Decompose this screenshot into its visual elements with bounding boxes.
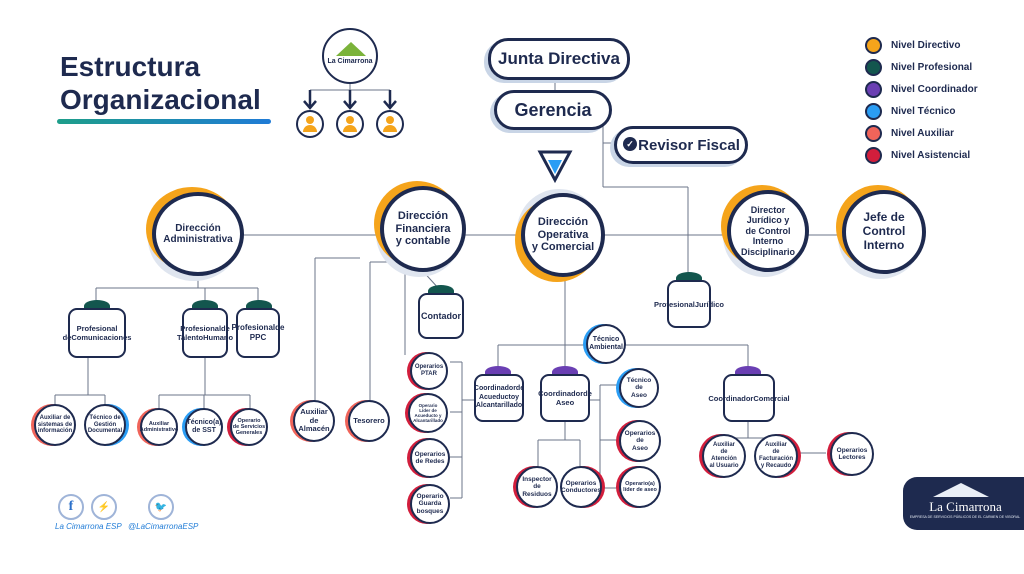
person-icon [376, 110, 404, 138]
legend-swatch [865, 36, 882, 54]
title-line-1: Estructura [60, 51, 201, 82]
legend-swatch [865, 80, 882, 98]
check-icon: ✓ [623, 137, 637, 151]
legend-item: Nivel Directivo [865, 34, 978, 56]
tesorero[interactable]: Tesorero [348, 400, 390, 442]
legend-swatch [865, 58, 882, 76]
contador[interactable]: Contador [418, 293, 464, 339]
revisor-fiscal-label: Revisor Fiscal [638, 136, 740, 154]
brand-logo: La Cimarrona EMPRESA DE SERVICIOS PÚBLIC… [903, 477, 1024, 530]
brand-tagline: EMPRESA DE SERVICIOS PÚBLICOS DE EL CARM… [909, 515, 1021, 519]
profesional-comunicaciones[interactable]: Profesional deComunicaciones [63, 308, 131, 358]
profesional-talento-humano[interactable]: Profesionalde TalentoHumano [177, 308, 233, 358]
operario-lider-aseo[interactable]: Operario(a)líder de aseo [619, 466, 661, 508]
coordinador-acueducto[interactable]: Coordinadorde Acueductoy Alcantarillado [474, 374, 524, 422]
down-arrow-icon [537, 150, 573, 184]
person-icon [296, 110, 324, 138]
legend-item: Nivel Técnico [865, 100, 978, 122]
gerencia-node[interactable]: Gerencia [494, 90, 612, 130]
logo-text: La Cimarrona [327, 58, 373, 65]
facebook-icon[interactable]: f [58, 494, 84, 520]
legend-item: Nivel Asistencial [865, 144, 978, 166]
legend-swatch [865, 146, 882, 164]
logo-circle: La Cimarrona [322, 28, 378, 84]
person-icon [336, 110, 364, 138]
messenger-icon[interactable]: ⚡ [91, 494, 117, 520]
twitter-handle[interactable]: @LaCimarronaESP [128, 522, 199, 531]
coordinador-comercial[interactable]: CoordinadorComercial [708, 374, 790, 422]
legend-swatch [865, 124, 882, 142]
mountain-icon [336, 42, 366, 56]
facebook-handle[interactable]: La Cimarrona ESP [55, 522, 122, 531]
junta-directiva-node[interactable]: Junta Directiva [488, 38, 630, 80]
twitter-icon[interactable]: 🐦 [148, 494, 174, 520]
legend: Nivel Directivo Nivel Profesional Nivel … [865, 34, 978, 166]
mountain-icon [933, 483, 989, 497]
legend-item: Nivel Auxiliar [865, 122, 978, 144]
legend-item: Nivel Coordinador [865, 78, 978, 100]
coordinador-aseo[interactable]: Coordinadorde Aseo [538, 374, 592, 422]
title-underline [57, 119, 271, 124]
revisor-fiscal-node[interactable]: ✓ Revisor Fiscal [614, 126, 748, 164]
profesional-juridico[interactable]: ProfesionalJurídico [654, 280, 724, 328]
legend-item: Nivel Profesional [865, 56, 978, 78]
title-line-2: Organizacional [60, 84, 261, 115]
tecnico-sst[interactable]: Técnico(a)de SST [185, 408, 223, 446]
brand-name: La Cimarrona [929, 499, 1002, 514]
page-title: Estructura Organizacional [60, 50, 261, 116]
profesional-ppc[interactable]: Profesionalde PPC [232, 308, 284, 358]
legend-swatch [865, 102, 882, 120]
